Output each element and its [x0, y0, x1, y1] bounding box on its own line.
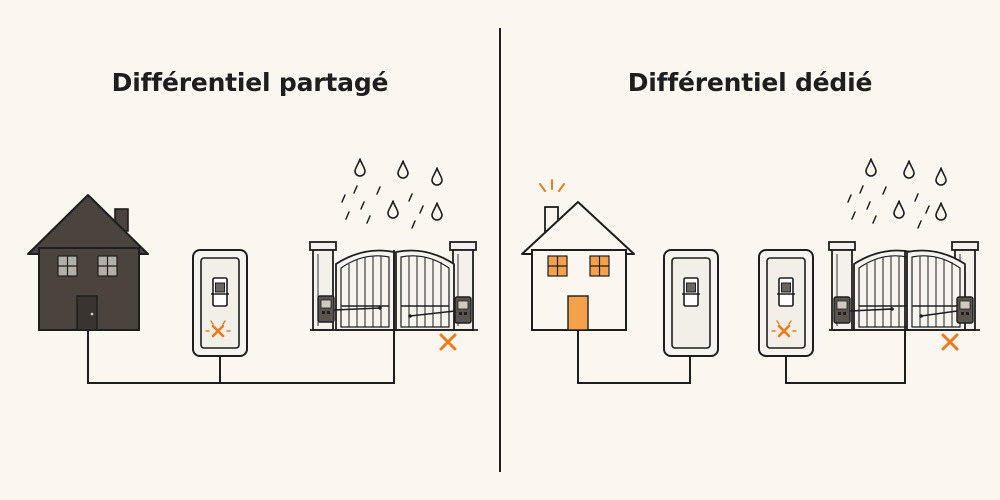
rain-icon — [847, 158, 947, 229]
fault-cross-icon — [205, 320, 231, 338]
breaker-icon — [758, 249, 814, 357]
wiring-line — [785, 330, 906, 384]
breaker-icon — [192, 249, 248, 357]
right-panel-title: Différentiel dédié — [627, 68, 873, 97]
alert-sparks — [539, 179, 565, 192]
wiring-line — [87, 330, 395, 384]
fault-cross-icon — [941, 333, 959, 351]
left-panel-title: Différentiel partagé — [111, 68, 389, 97]
right-panel — [521, 158, 980, 384]
breaker-icon — [663, 249, 719, 357]
left-panel — [27, 158, 478, 384]
rain-icon — [341, 158, 443, 229]
house-unlit-icon — [27, 194, 149, 331]
wiring-line — [577, 330, 691, 384]
house-lit-icon — [521, 179, 635, 331]
fault-cross-icon — [771, 320, 797, 338]
motorized-gate-icon — [309, 241, 478, 351]
fault-cross-icon — [439, 333, 457, 351]
